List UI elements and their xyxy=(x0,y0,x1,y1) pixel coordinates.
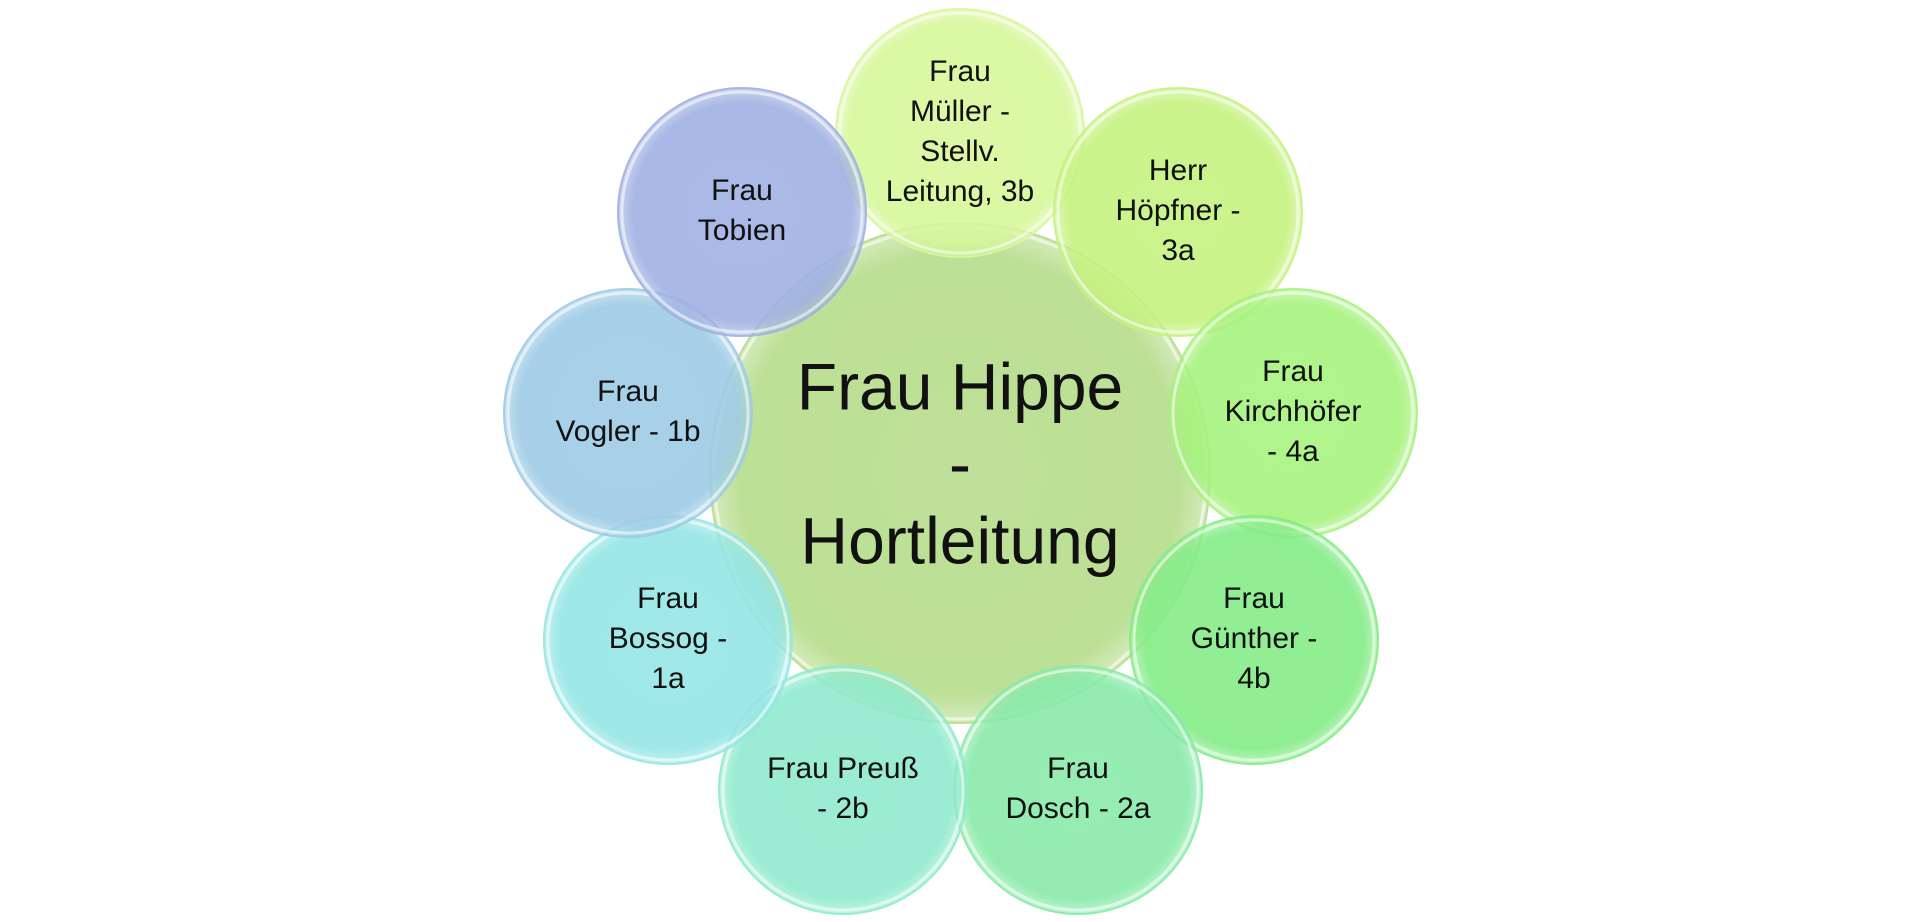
node-label-line: 1a xyxy=(651,662,685,695)
node-label-line: Stellv. xyxy=(920,135,999,168)
node-bubble-circle xyxy=(719,666,967,914)
node-label-line: Kirchhöfer xyxy=(1225,395,1362,428)
node-bubble-circle xyxy=(544,516,792,764)
node-bubble-outline xyxy=(1053,87,1303,337)
node-bubble-outline xyxy=(503,288,753,538)
node-label-line: Frau xyxy=(1262,355,1324,388)
node-label-line: Vogler - 1b xyxy=(555,415,700,448)
node-bubble-rim xyxy=(721,668,965,912)
center-label-line: Hortleitung xyxy=(800,503,1119,577)
node-label-line: Bossog - xyxy=(609,622,727,655)
node-label-line: Frau Preuß xyxy=(767,752,919,785)
node-label-line: 4b xyxy=(1237,662,1270,695)
node-bubble-circle xyxy=(836,9,1084,257)
node-bubble-outline xyxy=(1129,515,1379,765)
node-label-line: - 4a xyxy=(1267,435,1319,468)
center-group: Frau Hippe-Hortleitung xyxy=(709,222,1211,724)
node-bubble-outline xyxy=(617,87,867,337)
node-bubble-rim xyxy=(838,11,1082,255)
node-bubble-circle xyxy=(954,666,1202,914)
node-label-line: Herr xyxy=(1149,154,1207,187)
node-bubble-circle xyxy=(504,289,752,537)
node-bubble-circle xyxy=(1169,289,1417,537)
node-label-line: Frau xyxy=(929,55,991,88)
node-label-line: Frau xyxy=(1223,582,1285,615)
node-bubble-circle xyxy=(1054,88,1302,336)
node-label-line: Höpfner - xyxy=(1115,194,1240,227)
node-label-line: Günther - xyxy=(1191,622,1318,655)
node-bubble-rim xyxy=(1132,518,1376,762)
node-label-line: Dosch - 2a xyxy=(1005,792,1150,825)
node-bubble: Frau Preuß - 2b xyxy=(718,665,968,915)
node-label-line: 3a xyxy=(1161,234,1195,267)
node-label-line: Frau xyxy=(637,582,699,615)
node-bubble-rim xyxy=(506,291,750,535)
node-bubble-rim xyxy=(1056,90,1300,334)
node-bubble-outline xyxy=(718,665,968,915)
node-label-line: Frau xyxy=(711,174,773,207)
center-bubble-circle xyxy=(710,223,1210,723)
node-label-line: Frau xyxy=(597,375,659,408)
center-bubble: Frau Hippe-Hortleitung xyxy=(709,222,1211,724)
node-label-line: Frau xyxy=(1047,752,1109,785)
node-label-line: Müller - xyxy=(910,95,1010,128)
node-bubble-circle xyxy=(1130,516,1378,764)
node-label-line: Tobien xyxy=(698,214,786,247)
node-label-line: Leitung, 3b xyxy=(886,175,1034,208)
center-label-line: Frau Hippe xyxy=(797,349,1124,423)
node-label-line: - 2b xyxy=(817,792,869,825)
center-label-line: - xyxy=(949,426,971,500)
node-bubble-rim xyxy=(620,90,864,334)
node-bubble-circle xyxy=(618,88,866,336)
